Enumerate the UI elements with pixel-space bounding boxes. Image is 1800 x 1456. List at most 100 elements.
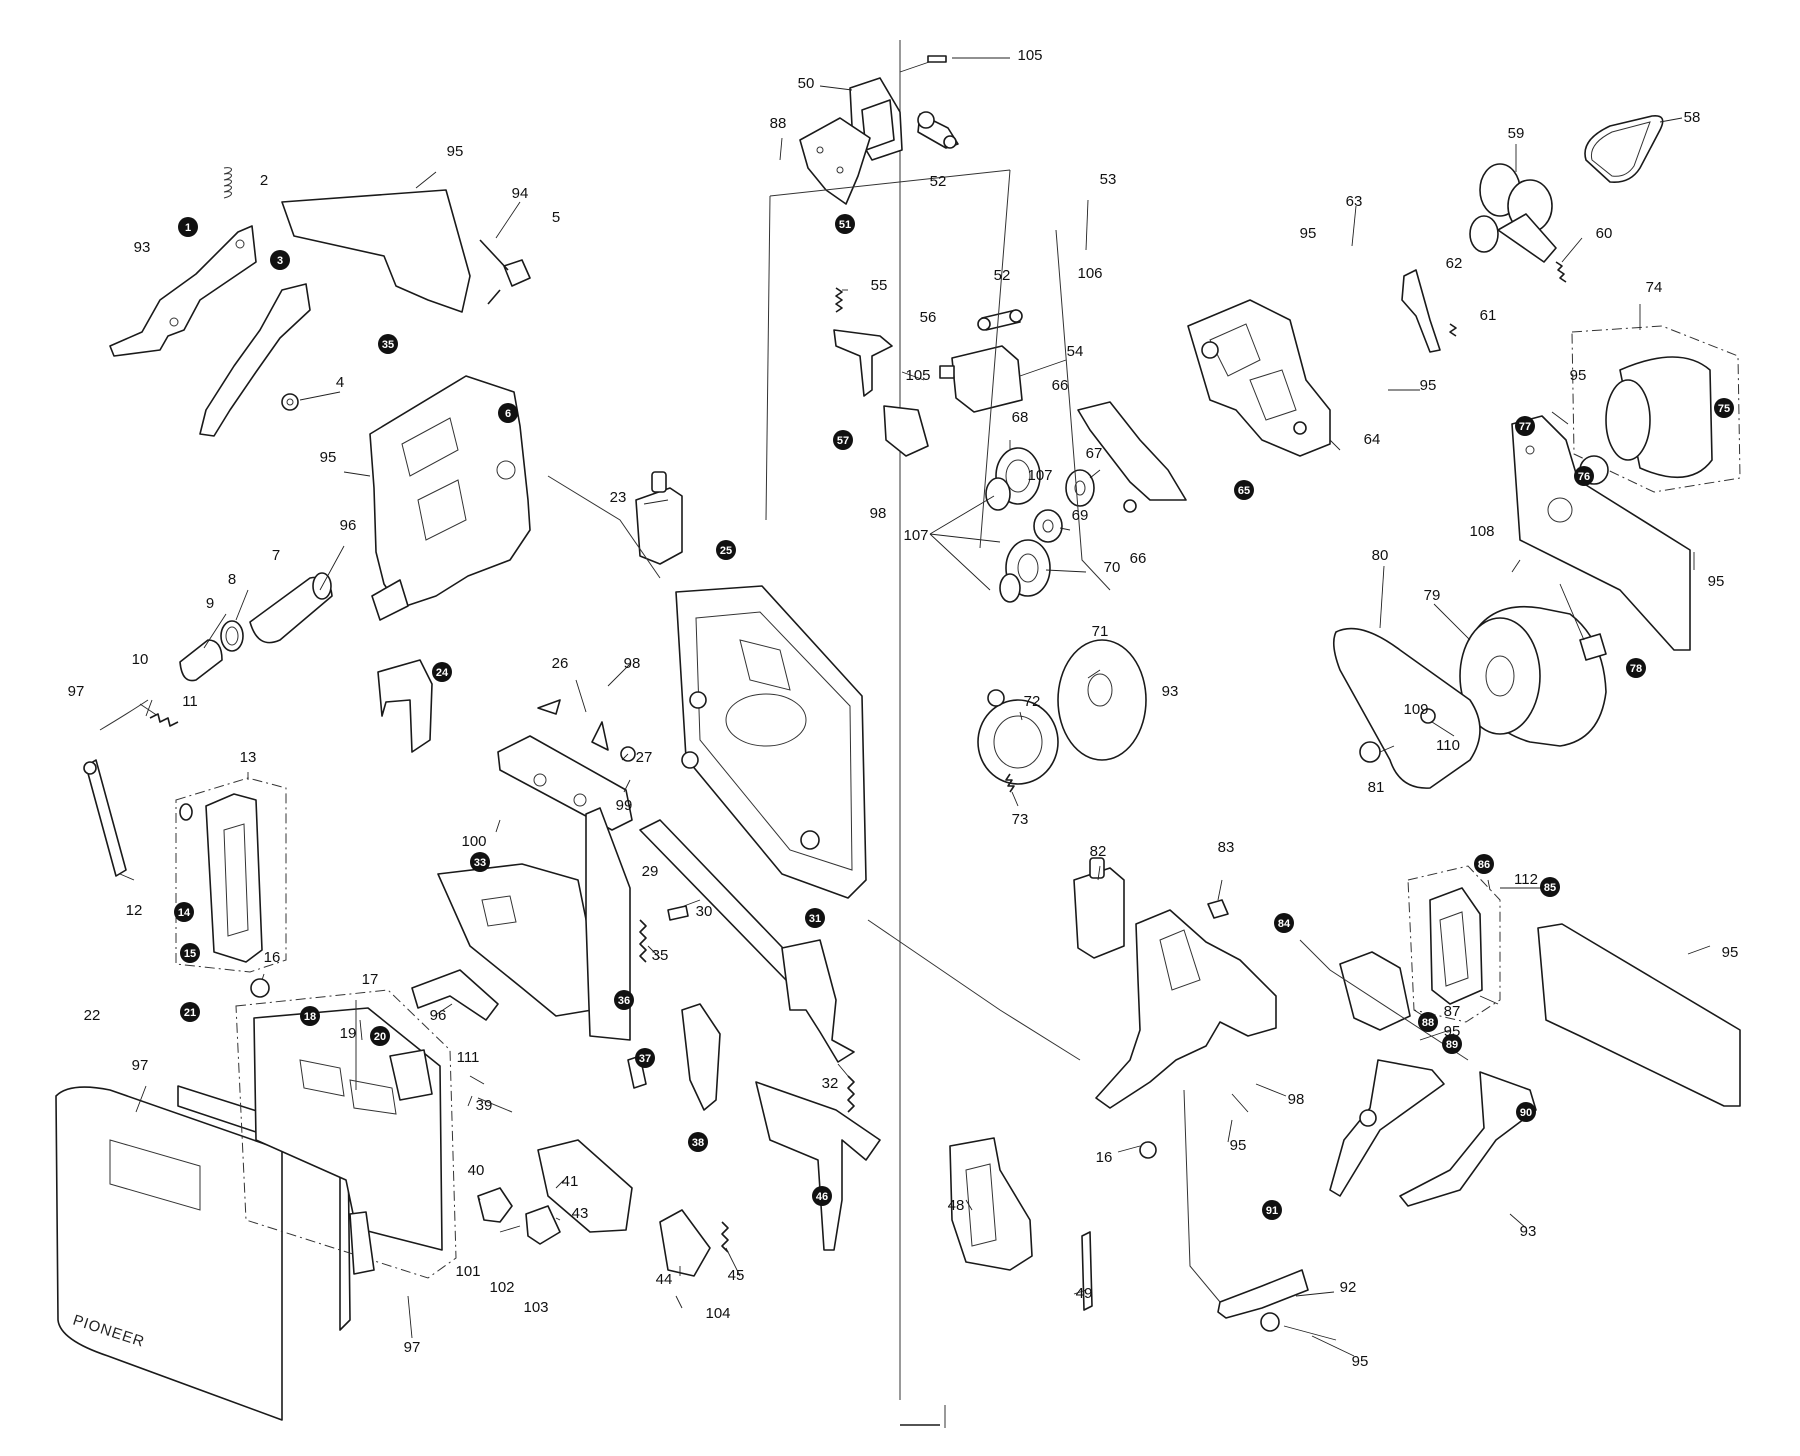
callout-label: 109 bbox=[1403, 701, 1428, 718]
callout-label: 93 bbox=[1162, 683, 1179, 700]
callout-label: 107 bbox=[1027, 467, 1052, 484]
callout-label: 56 bbox=[920, 309, 937, 326]
part-4-spring bbox=[281, 393, 299, 411]
callout-label: 95 bbox=[1708, 573, 1725, 590]
callout-badge bbox=[716, 540, 736, 560]
callout-label: 41 bbox=[562, 1173, 579, 1190]
part-23-solenoid bbox=[635, 471, 683, 565]
part-callout-labels: 1055088525158596053956362617429519394533… bbox=[68, 47, 1739, 1370]
part-88-bracket bbox=[1339, 951, 1411, 1031]
part-65-frame bbox=[1077, 401, 1187, 501]
part-80-belt bbox=[1332, 627, 1481, 789]
callout-badge bbox=[1515, 416, 1535, 436]
callout-label: 60 bbox=[1596, 225, 1613, 242]
callout-label: 101 bbox=[455, 1263, 480, 1280]
callout-label: 88 bbox=[770, 115, 787, 132]
part-22-front-panel: PIONEER bbox=[55, 1086, 283, 1421]
part-64-housing bbox=[1187, 299, 1331, 457]
callout-label: 49 bbox=[1076, 1285, 1093, 1302]
callout-badge bbox=[835, 214, 855, 234]
callout-badge bbox=[635, 1048, 655, 1068]
callout-badge bbox=[1274, 913, 1294, 933]
callout-badge bbox=[833, 430, 853, 450]
callout-label: 43 bbox=[572, 1205, 589, 1222]
callout-label: 26 bbox=[552, 655, 569, 672]
callout-label: 45 bbox=[728, 1267, 745, 1284]
part-35-plate bbox=[281, 189, 471, 313]
callout-label: 70 bbox=[1104, 559, 1121, 576]
callout-label: 95 bbox=[1420, 377, 1437, 394]
part-68-gear bbox=[985, 447, 1041, 511]
callout-label: 95 bbox=[1230, 1137, 1247, 1154]
callout-label-filled: 88 bbox=[1422, 1017, 1434, 1029]
part-5-switch bbox=[479, 239, 531, 305]
callout-label-filled: 14 bbox=[178, 907, 191, 919]
part-2-spring bbox=[223, 167, 232, 199]
callout-badge bbox=[432, 662, 452, 682]
callout-label: 17 bbox=[362, 971, 379, 988]
callout-label: 30 bbox=[696, 903, 713, 920]
part-91-lever bbox=[1217, 1269, 1309, 1319]
part-25-main-chassis bbox=[675, 585, 867, 899]
callout-label-filled: 6 bbox=[505, 408, 511, 420]
callout-badge bbox=[180, 943, 200, 963]
part-84-bracket bbox=[1095, 909, 1277, 1109]
part-51-bracket bbox=[799, 117, 871, 205]
callout-label: 5 bbox=[552, 209, 560, 226]
callout-label: 53 bbox=[1100, 171, 1117, 188]
callout-label: 108 bbox=[1469, 523, 1494, 540]
callout-badge bbox=[1540, 877, 1560, 897]
callout-label: 97 bbox=[132, 1057, 149, 1074]
callout-label: 40 bbox=[468, 1162, 485, 1179]
callout-label: 73 bbox=[1012, 811, 1029, 828]
callout-label: 13 bbox=[240, 749, 257, 766]
callout-label: 74 bbox=[1646, 279, 1663, 296]
callout-badge bbox=[370, 1026, 390, 1046]
callout-badge bbox=[1474, 854, 1494, 874]
part-58-belt bbox=[1584, 114, 1664, 184]
callout-label: 83 bbox=[1218, 839, 1235, 856]
callout-badge bbox=[498, 403, 518, 423]
part-85-side-panel bbox=[1537, 923, 1741, 1107]
callout-label: 29 bbox=[642, 863, 659, 880]
callout-label-filled: 86 bbox=[1478, 859, 1490, 871]
callout-label: 93 bbox=[1520, 1223, 1537, 1240]
callout-label: 95 bbox=[320, 449, 337, 466]
part-16b-knob bbox=[1139, 1141, 1157, 1159]
part-57-bracket bbox=[883, 405, 929, 457]
callout-label: 66 bbox=[1130, 550, 1147, 567]
part-38-plate bbox=[681, 1003, 721, 1111]
callout-label: 52 bbox=[994, 267, 1011, 284]
part-79-flywheel bbox=[1459, 605, 1607, 747]
callout-label: 98 bbox=[870, 505, 887, 522]
callout-label: 54 bbox=[1067, 343, 1084, 360]
part-31-bracket bbox=[781, 939, 855, 1063]
callout-label-filled: 46 bbox=[816, 1191, 828, 1203]
part-59-pulley-assembly bbox=[1469, 163, 1557, 263]
part-3-lever bbox=[199, 283, 311, 437]
callout-label: 50 bbox=[798, 75, 815, 92]
callout-label: 97 bbox=[404, 1339, 421, 1356]
callout-label: 94 bbox=[512, 185, 529, 202]
callout-label-filled: 21 bbox=[184, 1007, 196, 1019]
callout-badge bbox=[1516, 1102, 1536, 1122]
callout-badge bbox=[300, 1006, 320, 1026]
part-48-holder bbox=[949, 1137, 1033, 1271]
callout-label: 8 bbox=[228, 571, 236, 588]
callout-badge bbox=[1442, 1034, 1462, 1054]
callout-label: 55 bbox=[871, 277, 888, 294]
callout-badge bbox=[1262, 1200, 1282, 1220]
callout-badge bbox=[174, 902, 194, 922]
callout-label: 96 bbox=[430, 1007, 447, 1024]
callout-label: 10 bbox=[132, 651, 149, 668]
part-75-motor bbox=[1579, 356, 1713, 485]
part-8-ring bbox=[220, 620, 244, 652]
part-46-plate bbox=[755, 1081, 881, 1251]
callout-label-filled: 37 bbox=[639, 1053, 651, 1065]
callout-label: 112 bbox=[1514, 871, 1538, 888]
callout-label-filled: 18 bbox=[304, 1011, 316, 1023]
leader-lines bbox=[119, 57, 1711, 1357]
callout-label: 4 bbox=[336, 374, 344, 391]
part-69-gear bbox=[1033, 509, 1063, 543]
